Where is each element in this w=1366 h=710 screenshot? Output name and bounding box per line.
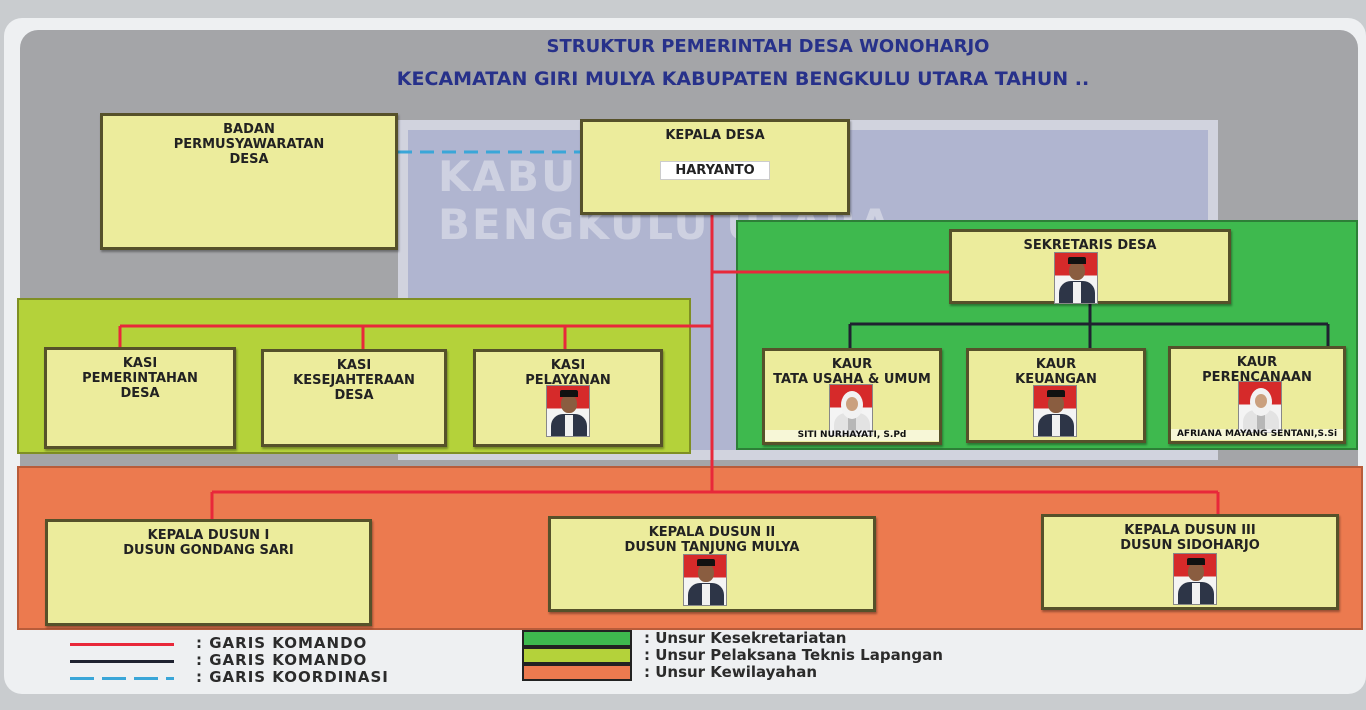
chart-title-line2: KECAMATAN GIRI MULYA KABUPATEN BENGKULU … xyxy=(396,68,1090,90)
legend-kewilayahan-swatch xyxy=(522,664,632,681)
kasi-kesejahteraan-box: KASI KESEJAHTERAAN DESA xyxy=(261,349,447,447)
kasi-pemerintahan-label: KASI PEMERINTAHAN DESA xyxy=(82,356,198,401)
kepala-desa-name: HARYANTO xyxy=(660,161,770,180)
kaur-perencanaan-name: AFRIANA MAYANG SENTANI,S.Si xyxy=(1171,429,1343,440)
dusun-2-box: KEPALA DUSUN II DUSUN TANJUNG MULYA xyxy=(548,516,876,612)
legend-komando-red-line xyxy=(70,643,174,646)
kasi-pelayanan-label: KASI PELAYANAN xyxy=(525,358,611,388)
kaur-perencanaan-label: KAUR PERENCANAAN xyxy=(1202,355,1312,385)
legend-unit-label-3: : Unsur Kewilayahan xyxy=(644,663,818,681)
chart-title-line1: STRUKTUR PEMERINTAH DESA WONOHARJO xyxy=(546,36,990,57)
bpd-label: BADAN PERMUSYAWARATAN DESA xyxy=(173,122,325,167)
kaur-keuangan-label: KAUR KEUANGAN xyxy=(1015,357,1097,387)
legend-line-label-3: : GARIS KOORDINASI xyxy=(196,668,389,686)
portrait-photo-icon xyxy=(1173,553,1217,605)
kaur-keuangan-box: KAUR KEUANGAN xyxy=(966,348,1146,443)
kaur-perencanaan-box: KAUR PERENCANAAN AFRIANA MAYANG SENTANI,… xyxy=(1168,346,1346,444)
kepala-desa-box: KEPALA DESA HARYANTO xyxy=(580,119,850,215)
dusun-1-box: KEPALA DUSUN I DUSUN GONDANG SARI xyxy=(45,519,372,626)
dusun-2-label: KEPALA DUSUN II DUSUN TANJUNG MULYA xyxy=(624,525,800,555)
portrait-photo-icon xyxy=(1033,385,1077,437)
kaur-tu-box: KAUR TATA USAHA & UMUM SITI NURHAYATI, S… xyxy=(762,348,942,445)
legend-unit-label-1: : Unsur Kesekretariatan xyxy=(644,629,847,647)
sekretaris-desa-label: SEKRETARIS DESA xyxy=(1023,238,1157,253)
portrait-photo-icon xyxy=(829,384,873,436)
kasi-pemerintahan-box: KASI PEMERINTAHAN DESA xyxy=(44,347,236,449)
legend-pelaksana-swatch xyxy=(522,647,632,664)
kepala-desa-label: KEPALA DESA xyxy=(665,128,765,143)
legend-komando-black-line xyxy=(70,660,174,663)
dusun-1-label: KEPALA DUSUN I DUSUN GONDANG SARI xyxy=(123,528,294,558)
portrait-photo-icon xyxy=(1238,381,1282,433)
dusun-3-label: KEPALA DUSUN III DUSUN SIDOHARJO xyxy=(1120,523,1260,553)
kasi-pelayanan-box: KASI PELAYANAN xyxy=(473,349,663,447)
legend-kesekretariatan-swatch xyxy=(522,630,632,647)
portrait-photo-icon xyxy=(683,554,727,606)
legend-unit-label-2: : Unsur Pelaksana Teknis Lapangan xyxy=(644,646,943,664)
legend-line-label-1: : GARIS KOMANDO xyxy=(196,634,368,652)
bpd-box: BADAN PERMUSYAWARATAN DESA xyxy=(100,113,398,250)
kaur-tu-label: KAUR TATA USAHA & UMUM xyxy=(773,357,931,387)
portrait-photo-icon xyxy=(1054,252,1098,304)
legend-line-label-2: : GARIS KOMANDO xyxy=(196,651,368,669)
legend-koordinasi-line xyxy=(70,677,174,680)
kaur-tu-name: SITI NURHAYATI, S.Pd xyxy=(765,430,939,441)
sekretaris-desa-box: SEKRETARIS DESA xyxy=(949,229,1231,304)
portrait-photo-icon xyxy=(546,385,590,437)
dusun-3-box: KEPALA DUSUN III DUSUN SIDOHARJO xyxy=(1041,514,1339,610)
kasi-kesejahteraan-label: KASI KESEJAHTERAAN DESA xyxy=(293,358,415,403)
